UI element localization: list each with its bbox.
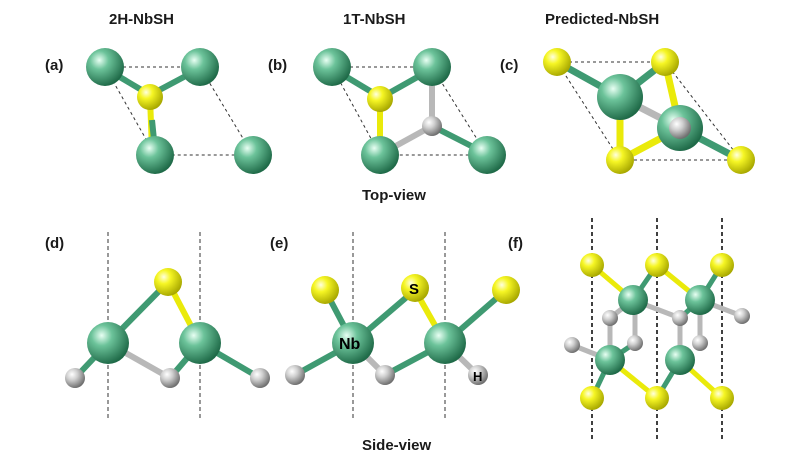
panel-label-d: (d): [45, 235, 64, 252]
s-atom: [580, 386, 604, 410]
top-view-label: Top-view: [362, 187, 426, 204]
panel-label-b: (b): [268, 57, 287, 74]
nb-atom: [685, 285, 715, 315]
s-atom: [367, 86, 393, 112]
nb-atom: [361, 136, 399, 174]
s-atom: [606, 146, 634, 174]
nb-atom: [597, 74, 643, 120]
panel-label-a: (a): [45, 57, 63, 74]
panel-a-2h-top-view: [86, 48, 272, 174]
s-atom: [651, 48, 679, 76]
panel-label-f: (f): [508, 235, 523, 252]
h-atom: [627, 335, 643, 351]
unit-cell-outline: [556, 61, 743, 161]
nb-atom: [468, 136, 506, 174]
nb-atom: [618, 285, 648, 315]
title-1t-nbsh: 1T-NbSH: [343, 11, 406, 28]
nb-atom: [179, 322, 221, 364]
s-atom: [154, 268, 182, 296]
h-atom: [250, 368, 270, 388]
nb-atom: [87, 322, 129, 364]
title-predicted-nbsh: Predicted-NbSH: [545, 11, 659, 28]
panel-e-1t-side-view: Nb S H: [285, 232, 520, 418]
nb-atom: [234, 136, 272, 174]
nb-atom: [665, 345, 695, 375]
nb-atom: [413, 48, 451, 86]
h-atom: [602, 310, 618, 326]
s-atom: [311, 276, 339, 304]
nb-atom-label: Nb: [339, 336, 361, 353]
panel-b-1t-top-view: [313, 48, 506, 174]
s-atom: [137, 84, 163, 110]
s-atom: [710, 253, 734, 277]
s-atom: [401, 274, 429, 302]
h-atom-label: H: [473, 369, 482, 384]
h-atom: [669, 117, 691, 139]
unit-cell-outline: [331, 66, 488, 156]
h-atom: [672, 310, 688, 326]
h-atom: [375, 365, 395, 385]
s-atom: [580, 253, 604, 277]
panel-f-predicted-side-view: [564, 218, 750, 440]
s-atom: [645, 386, 669, 410]
side-view-label: Side-view: [362, 437, 432, 454]
h-atom: [160, 368, 180, 388]
s-atom-label: S: [409, 281, 419, 298]
h-atom: [468, 365, 488, 385]
nb-atom: [136, 136, 174, 174]
nb-atom: [86, 48, 124, 86]
s-atom: [710, 386, 734, 410]
panel-d-2h-side-view: [65, 232, 270, 418]
h-atom: [734, 308, 750, 324]
nb-atom: [313, 48, 351, 86]
h-atom: [692, 335, 708, 351]
nb-atom: [595, 345, 625, 375]
s-atom: [543, 48, 571, 76]
nb-atom: [181, 48, 219, 86]
title-2h-nbsh: 2H-NbSH: [109, 11, 174, 28]
panel-c-predicted-top-view: [543, 48, 755, 174]
nb-atom: [332, 322, 374, 364]
h-atom: [564, 337, 580, 353]
h-atom: [65, 368, 85, 388]
s-atom: [492, 276, 520, 304]
s-atom: [645, 253, 669, 277]
h-atom: [285, 365, 305, 385]
panel-label-c: (c): [500, 57, 518, 74]
s-atom: [727, 146, 755, 174]
panel-label-e: (e): [270, 235, 288, 252]
h-atom: [422, 116, 442, 136]
nb-atom: [424, 322, 466, 364]
